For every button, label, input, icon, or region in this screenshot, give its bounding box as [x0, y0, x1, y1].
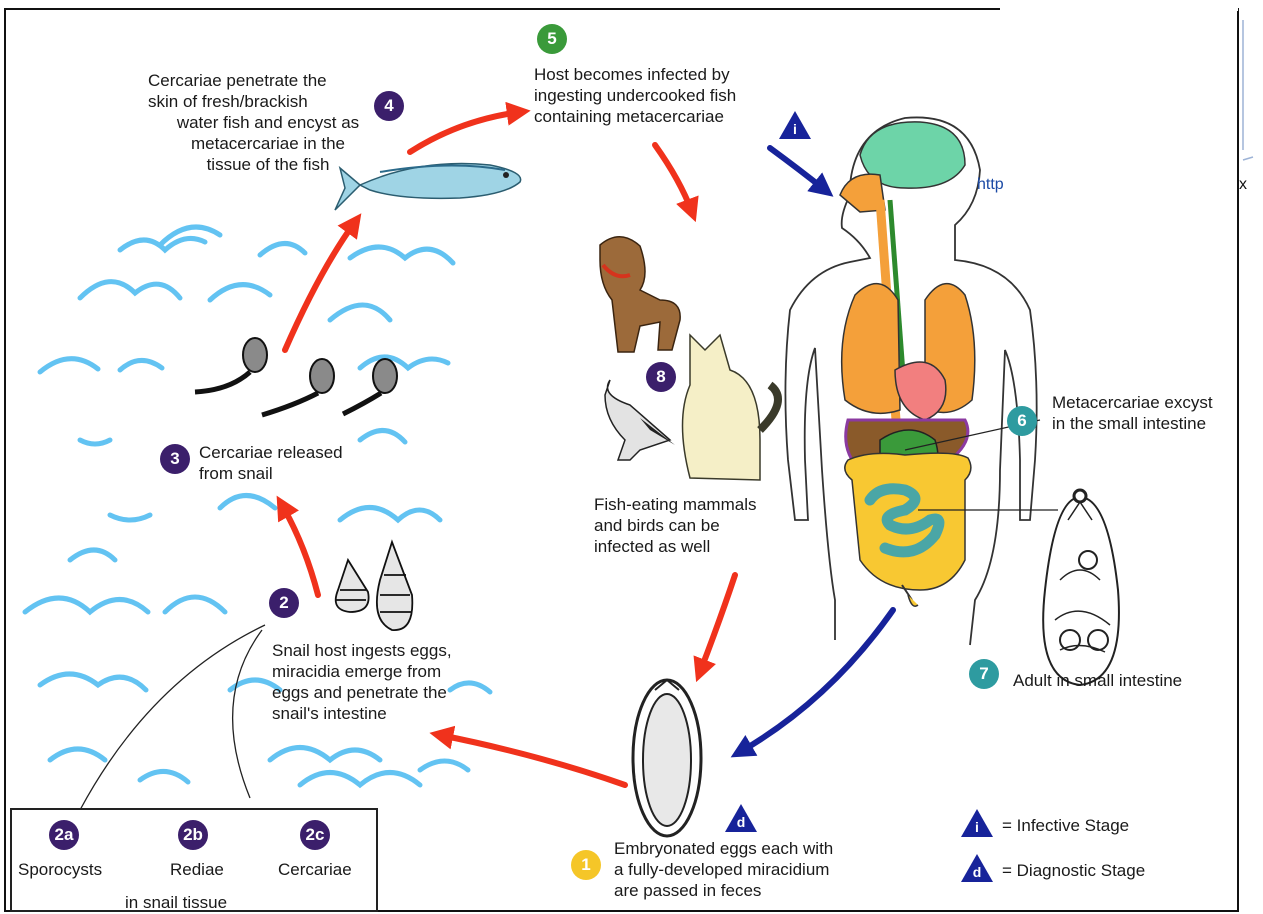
step-3-label: Cercariae released from snail	[199, 442, 343, 484]
infective-stage-marker-letter: i	[778, 121, 812, 137]
url-fragment-left: http	[977, 176, 1004, 194]
stage-rediae: Rediae	[170, 859, 224, 880]
step-5-line-2: ingesting undercooked fish	[534, 85, 736, 106]
legend-infective-icon-letter: i	[960, 819, 994, 835]
frame-edge-marks	[1243, 20, 1253, 160]
step-4-line-5: tissue of the fish	[148, 154, 388, 175]
step-4-line-2: skin of fresh/brackish	[148, 91, 388, 112]
step-7-label: Adult in small intestine	[1013, 670, 1182, 691]
step-2-line-1: Snail host ingests eggs,	[272, 640, 452, 661]
step-5-label: Host becomes infected by ingesting under…	[534, 64, 736, 127]
stage-sporocysts: Sporocysts	[18, 859, 102, 880]
step-3-line-1: Cercariae released	[199, 442, 343, 463]
diagnostic-stage-marker-letter: d	[724, 814, 758, 830]
step-1-badge: 1	[571, 850, 601, 880]
step-4-line-1: Cercariae penetrate the	[148, 70, 388, 91]
snail-tissue-caption: in snail tissue	[125, 892, 227, 913]
step-3-badge: 3	[160, 444, 190, 474]
step-2b-badge: 2b	[178, 820, 208, 850]
step-3-line-2: from snail	[199, 463, 343, 484]
step-8-line-3: infected as well	[594, 536, 757, 557]
step-6-line-1: Metacercariae excyst	[1052, 392, 1213, 413]
step-2-badge: 2	[269, 588, 299, 618]
step-6-line-2: in the small intestine	[1052, 413, 1213, 434]
frame-top-gap	[1000, 6, 1238, 11]
step-4-label: Cercariae penetrate the skin of fresh/br…	[148, 70, 388, 175]
step-6-badge: 6	[1007, 406, 1037, 436]
infective-stage-marker-step-5: i	[778, 110, 812, 140]
step-2-line-4: snail's intestine	[272, 703, 452, 724]
diagnostic-stage-marker-step-1: d	[724, 803, 758, 833]
legend-diagnostic-icon-letter: d	[960, 864, 994, 880]
step-8-badge: 8	[646, 362, 676, 392]
legend-diagnostic-label: = Diagnostic Stage	[1002, 860, 1145, 881]
step-1-label: Embryonated eggs each with a fully-devel…	[614, 838, 833, 901]
step-2-label: Snail host ingests eggs, miracidia emerg…	[272, 640, 452, 724]
step-1-line-1: Embryonated eggs each with	[614, 838, 833, 859]
step-5-badge: 5	[537, 24, 567, 54]
step-1-line-3: are passed in feces	[614, 880, 833, 901]
step-5-line-1: Host becomes infected by	[534, 64, 736, 85]
stage-cercariae: Cercariae	[278, 859, 352, 880]
step-2-line-2: miracidia emerge from	[272, 661, 452, 682]
step-7-badge: 7	[969, 659, 999, 689]
step-2-line-3: eggs and penetrate the	[272, 682, 452, 703]
diagram-frame-right	[1237, 8, 1239, 912]
step-8-line-2: and birds can be	[594, 515, 757, 536]
step-2c-badge: 2c	[300, 820, 330, 850]
step-2a-badge: 2a	[49, 820, 79, 850]
step-7-line-1: Adult in small intestine	[1013, 670, 1182, 691]
step-8-line-1: Fish-eating mammals	[594, 494, 757, 515]
step-1-line-2: a fully-developed miracidium	[614, 859, 833, 880]
step-4-line-3: water fish and encyst as	[148, 112, 388, 133]
step-4-line-4: metacercariae in the	[148, 133, 388, 154]
step-8-label: Fish-eating mammals and birds can be inf…	[594, 494, 757, 557]
legend-infective-icon: i	[960, 808, 994, 838]
legend-infective-label: = Infective Stage	[1002, 815, 1129, 836]
url-fragment-right: x	[1239, 176, 1247, 194]
legend-diagnostic-icon: d	[960, 853, 994, 883]
step-5-line-3: containing metacercariae	[534, 106, 736, 127]
step-6-label: Metacercariae excyst in the small intest…	[1052, 392, 1213, 434]
